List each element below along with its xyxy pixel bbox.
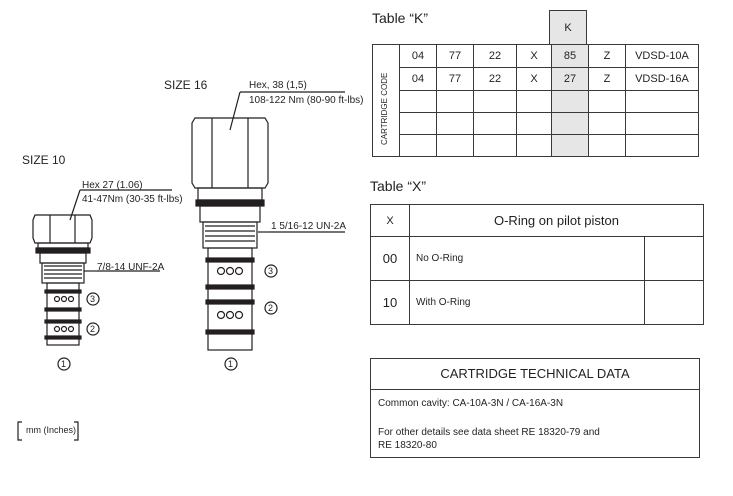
table-cell: Z (588, 67, 626, 91)
table-cell: With O-Ring (409, 280, 645, 325)
table-k-title: Table “K” (372, 10, 429, 26)
size16-port-2: 2 (268, 303, 274, 313)
table-cell: X (516, 44, 552, 68)
size10-hex-label: Hex 27 (1.06) (82, 180, 143, 191)
table-k-header: K (549, 10, 587, 45)
table-cell: 04 (399, 44, 437, 68)
table-cell: 77 (436, 67, 474, 91)
size16-torque-label: 108-122 Nm (80-90 ft-lbs) (249, 95, 364, 106)
table-cell: 04 (399, 67, 437, 91)
table-cell: 10 (370, 280, 410, 325)
units-note: mm (Inches) (26, 425, 77, 435)
table-cell: 22 (473, 67, 517, 91)
tech-data-line3: RE 18320-80 (378, 440, 437, 451)
table-k-side-label: CARTRIDGE CODE (380, 72, 389, 145)
size10-port-1: 1 (61, 359, 67, 369)
table-cell: 22 (473, 44, 517, 68)
table-cell: 00 (370, 236, 410, 281)
table-cell: X (516, 67, 552, 91)
size16-thread-label: 1 5/16-12 UN-2A (271, 221, 347, 232)
table-cell: VDSD-10A (625, 44, 699, 68)
table-cell: Z (588, 44, 626, 68)
size10-torque-label: 41-47Nm (30-35 ft-lbs) (82, 194, 183, 205)
size10-port-3: 3 (90, 294, 96, 304)
table-k: CARTRIDGE CODE 04 77 22 X 85 Z VDSD-10A … (372, 44, 699, 157)
table-cell: 85 (551, 44, 589, 68)
tech-data-title: CARTRIDGE TECHNICAL DATA (371, 359, 699, 390)
tech-data-box: CARTRIDGE TECHNICAL DATA Common cavity: … (370, 358, 700, 458)
table-k-side-label-cell: CARTRIDGE CODE (372, 44, 400, 157)
table-x: X O-Ring on pilot piston 00 No O-Ring 10… (370, 204, 704, 325)
size16-hex-label: Hex, 38 (1,5) (249, 80, 307, 91)
size16-port-3: 3 (268, 266, 274, 276)
size16-port-1: 1 (228, 359, 234, 369)
table-x-header-x: X (370, 204, 410, 237)
size10-thread-label: 7/8-14 UNF-2A (97, 262, 165, 273)
table-cell: 77 (436, 44, 474, 68)
table-cell: 27 (551, 67, 589, 91)
size10-port-2: 2 (90, 324, 96, 334)
table-cell: VDSD-16A (625, 67, 699, 91)
size10-title: SIZE 10 (22, 153, 66, 167)
tech-data-line1: Common cavity: CA-10A-3N / CA-16A-3N (378, 398, 564, 409)
table-x-title: Table “X” (370, 178, 427, 194)
size16-title: SIZE 16 (164, 78, 208, 92)
tech-data-line2: For other details see data sheet RE 1832… (378, 427, 600, 438)
size10-cartridge-drawing (32, 189, 172, 346)
size16-cartridge-drawing (191, 91, 345, 351)
table-x-header-desc: O-Ring on pilot piston (409, 204, 704, 237)
table-cell: No O-Ring (409, 236, 645, 281)
